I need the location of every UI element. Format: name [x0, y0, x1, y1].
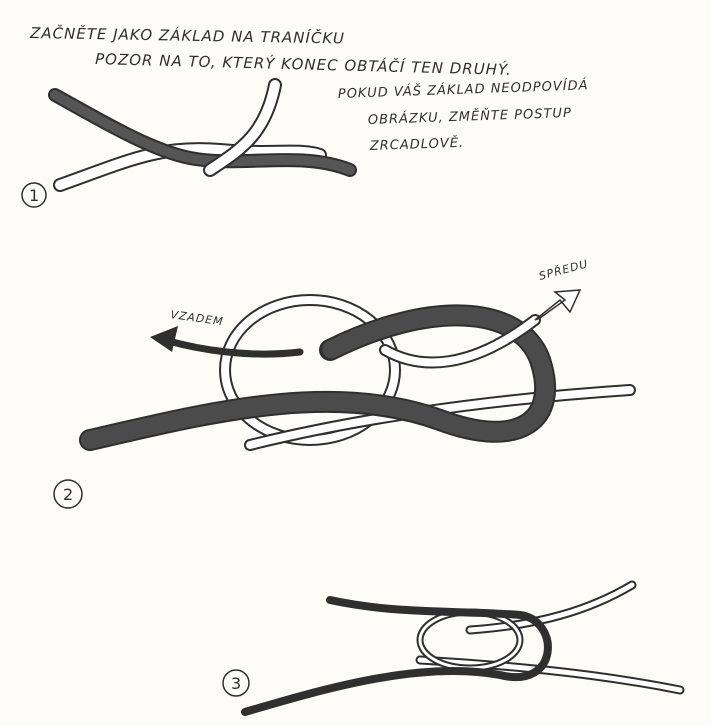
arrow-label-front: SPŘEDU [537, 257, 589, 283]
instruction-line-2: POZOR NA TO, KTERÝ KONEC OBTÁČÍ TEN DRUH… [95, 49, 512, 79]
instruction-side-1: POKUD VÁŠ ZÁKLAD NEODPOVÍDÁ [338, 77, 589, 102]
instruction-side-2: OBRÁZKU, ZMĚŇTE POSTUP [368, 105, 572, 128]
step-3-marker: 3 [223, 670, 249, 696]
step-1-drawing [55, 85, 350, 185]
arrow-label-behind: VZADEM [170, 308, 225, 328]
step-2-marker: 2 [54, 480, 82, 508]
step-1-number: 1 [29, 186, 40, 205]
instruction-side-3: ZRCADLOVĚ. [369, 135, 465, 154]
step-2-number: 2 [63, 485, 74, 504]
step-3-drawing [245, 585, 680, 712]
step-1-marker: 1 [22, 183, 46, 207]
step-3-number: 3 [231, 674, 242, 693]
instruction-line-1: ZAČNĚTE JAKO ZÁKLAD NA TRANÍČKU [29, 23, 345, 48]
